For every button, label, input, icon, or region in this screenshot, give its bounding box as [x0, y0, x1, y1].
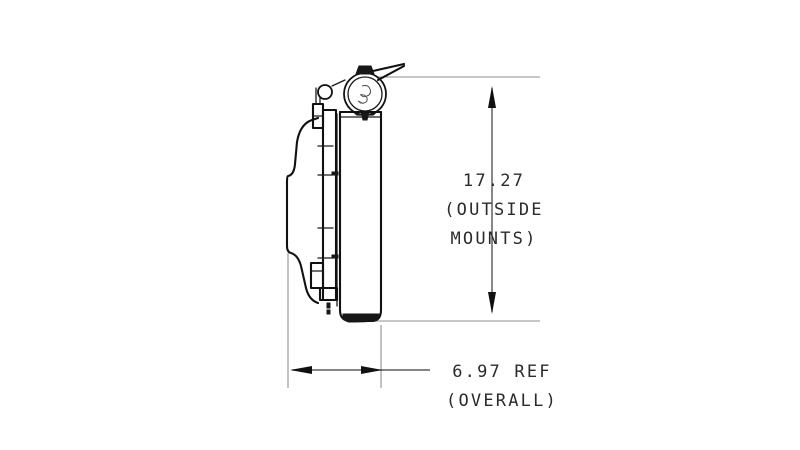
- lower-connector-block: [309, 261, 325, 290]
- extension-lines: [287, 76, 540, 388]
- bottom-pin-2: [326, 309, 331, 315]
- inner-tick-upper: [331, 171, 339, 176]
- mounting-bracket-contour: [285, 116, 320, 305]
- vertical-dimension-group: [488, 86, 496, 314]
- horizontal-dimension-value: 6.97 REF: [452, 362, 551, 382]
- latch-bottom-nub: [360, 111, 370, 121]
- device-side-profile: [285, 62, 406, 323]
- bottom-pin-1: [326, 302, 331, 309]
- latch-arm-lower: [376, 64, 406, 82]
- latch-top-cap: [355, 65, 375, 75]
- latch-keyhole-icon: [357, 84, 372, 104]
- vertical-arrow-bottom: [488, 292, 496, 314]
- vertical-arrow-top: [488, 86, 496, 108]
- horizontal-dimension-group: [290, 366, 430, 374]
- vertical-dimension-value: 17.27: [463, 171, 525, 191]
- inner-tick-lower: [331, 254, 339, 259]
- horizontal-dimension-note-line-1: (OVERALL): [446, 391, 558, 411]
- horizontal-arrow-left: [290, 366, 312, 374]
- vertical-dimension-note-line-2: MOUNTS): [450, 229, 537, 249]
- body-main-slab: [338, 110, 383, 323]
- top-latch-assembly: [331, 62, 406, 121]
- housing-bottom-plate: [318, 286, 339, 302]
- horizontal-arrow-right: [361, 366, 383, 374]
- latch-arm-upper: [371, 62, 406, 73]
- left-fitting-circle: [317, 84, 333, 100]
- vertical-dimension-note-line-1: (OUTSIDE: [444, 200, 543, 220]
- rear-housing-column: [321, 108, 338, 302]
- latch-arm-left: [331, 79, 346, 87]
- body-bottom-edge: [342, 313, 380, 323]
